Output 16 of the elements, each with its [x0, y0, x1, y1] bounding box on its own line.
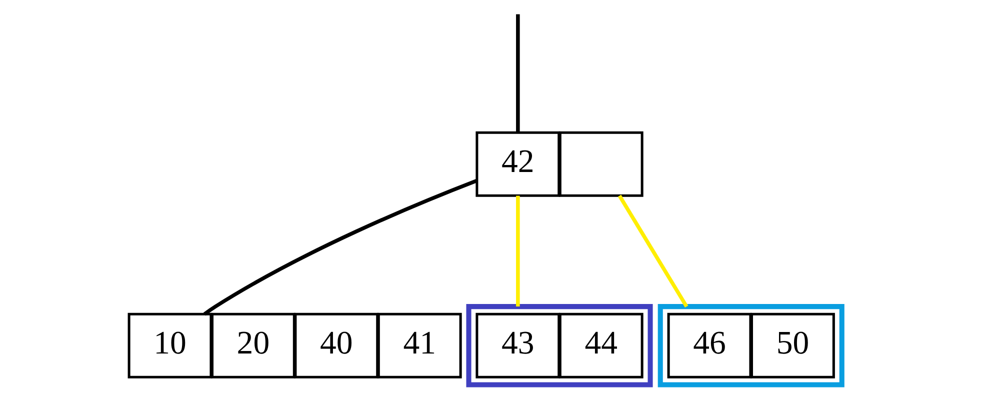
node-box — [558, 131, 644, 197]
node-box: 46 — [667, 312, 752, 378]
node-box: 10 — [128, 312, 212, 378]
cluster — [466, 304, 653, 388]
node-box: 41 — [377, 312, 462, 378]
node-box: 20 — [210, 312, 296, 378]
connector — [516, 196, 520, 307]
connector — [203, 178, 478, 316]
connector — [516, 14, 520, 133]
node-box: 42 — [476, 131, 560, 197]
node-box: 40 — [294, 312, 379, 378]
node-box: 50 — [750, 312, 835, 378]
connector — [618, 194, 688, 308]
node-box: 44 — [558, 312, 644, 378]
node-box: 43 — [476, 312, 560, 378]
cluster — [658, 304, 844, 388]
